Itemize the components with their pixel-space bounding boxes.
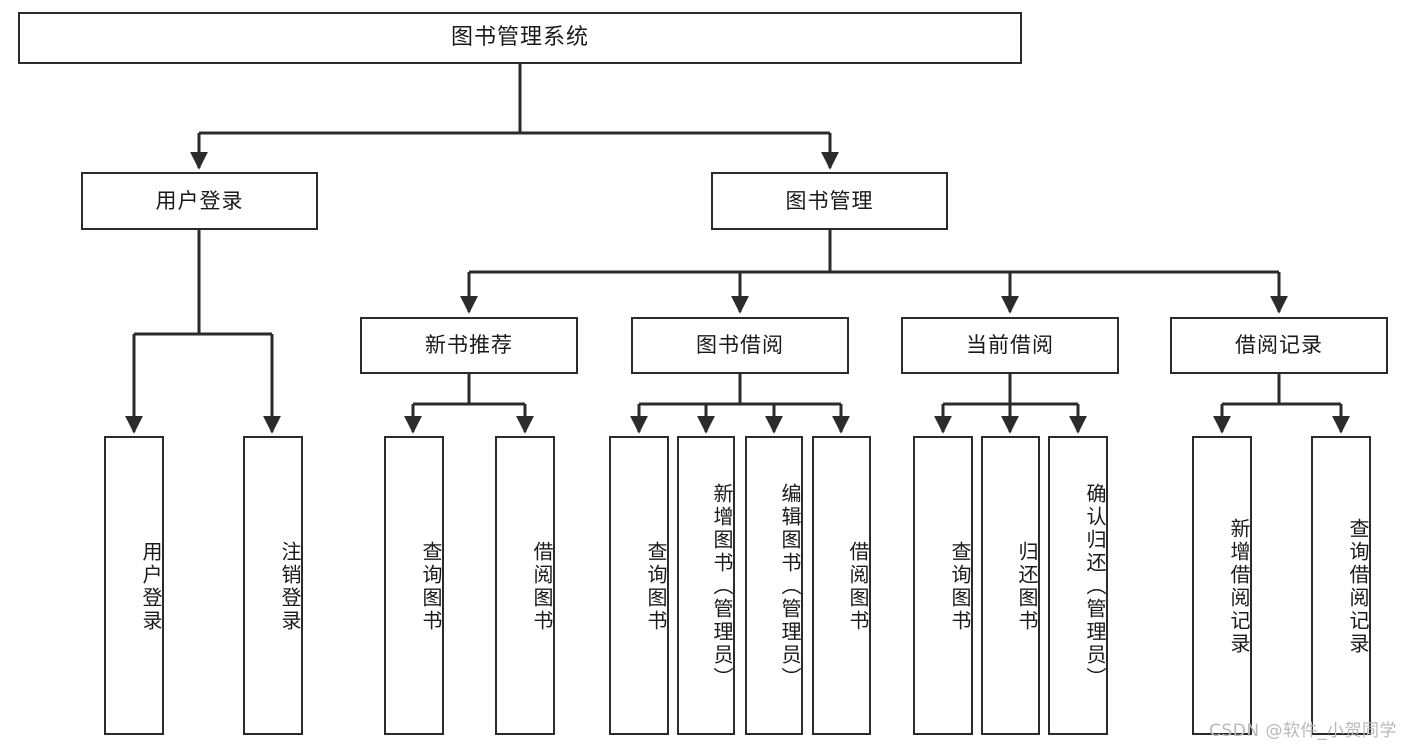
node-root-system[interactable]: 图书管理系统 [18, 12, 1022, 64]
leaf-add-book[interactable]: 新增图书（管理员） [677, 436, 735, 735]
leaf-user-login[interactable]: 用户登录 [104, 436, 164, 735]
node-current-borrow[interactable]: 当前借阅 [901, 317, 1119, 374]
node-label: 图书借阅 [696, 333, 784, 358]
node-borrow-record[interactable]: 借阅记录 [1170, 317, 1388, 374]
leaf-user-logout[interactable]: 注销登录 [243, 436, 303, 735]
node-book-borrow[interactable]: 图书借阅 [631, 317, 849, 374]
leaf-confirm-return[interactable]: 确认归还（管理员） [1048, 436, 1108, 735]
node-label: 注销登录 [278, 540, 302, 633]
leaf-borrow-book[interactable]: 借阅图书 [812, 436, 871, 735]
node-book-manage[interactable]: 图书管理 [711, 172, 948, 230]
leaf-query-borrow-record[interactable]: 查询借阅记录 [1311, 436, 1371, 735]
node-label: 查询图书 [419, 540, 443, 633]
node-label: 图书管理 [785, 188, 874, 213]
leaf-borrow-book-recommend[interactable]: 借阅图书 [495, 436, 555, 735]
node-label: 新书推荐 [425, 333, 513, 358]
node-new-book-recommend[interactable]: 新书推荐 [360, 317, 578, 374]
node-label: 借阅图书 [530, 540, 554, 633]
node-label: 查询图书 [948, 540, 972, 633]
leaf-query-book-current[interactable]: 查询图书 [913, 436, 973, 735]
node-label: 用户登录 [155, 188, 244, 213]
leaf-add-borrow-record[interactable]: 新增借阅记录 [1192, 436, 1252, 735]
node-label: 当前借阅 [966, 333, 1054, 358]
node-label: 图书管理系统 [450, 25, 589, 51]
node-label: 新增借阅记录 [1227, 517, 1251, 656]
node-label: 查询借阅记录 [1346, 517, 1370, 656]
node-label: 查询图书 [644, 540, 668, 633]
node-label: 借阅图书 [846, 540, 870, 633]
node-label: 确认归还（管理员） [1083, 483, 1107, 690]
node-user-login[interactable]: 用户登录 [81, 172, 318, 230]
leaf-return-book[interactable]: 归还图书 [981, 436, 1040, 735]
leaf-edit-book[interactable]: 编辑图书（管理员） [745, 436, 803, 735]
node-label: 用户登录 [139, 540, 163, 633]
leaf-query-book-recommend[interactable]: 查询图书 [384, 436, 444, 735]
node-label: 编辑图书（管理员） [778, 483, 802, 690]
node-label: 新增图书（管理员） [710, 483, 734, 690]
node-label: 借阅记录 [1235, 333, 1323, 358]
leaf-query-book-borrow[interactable]: 查询图书 [609, 436, 669, 735]
csdn-watermark: CSDN @软件_小贺同学 [1209, 721, 1397, 741]
node-label: 归还图书 [1015, 540, 1039, 633]
